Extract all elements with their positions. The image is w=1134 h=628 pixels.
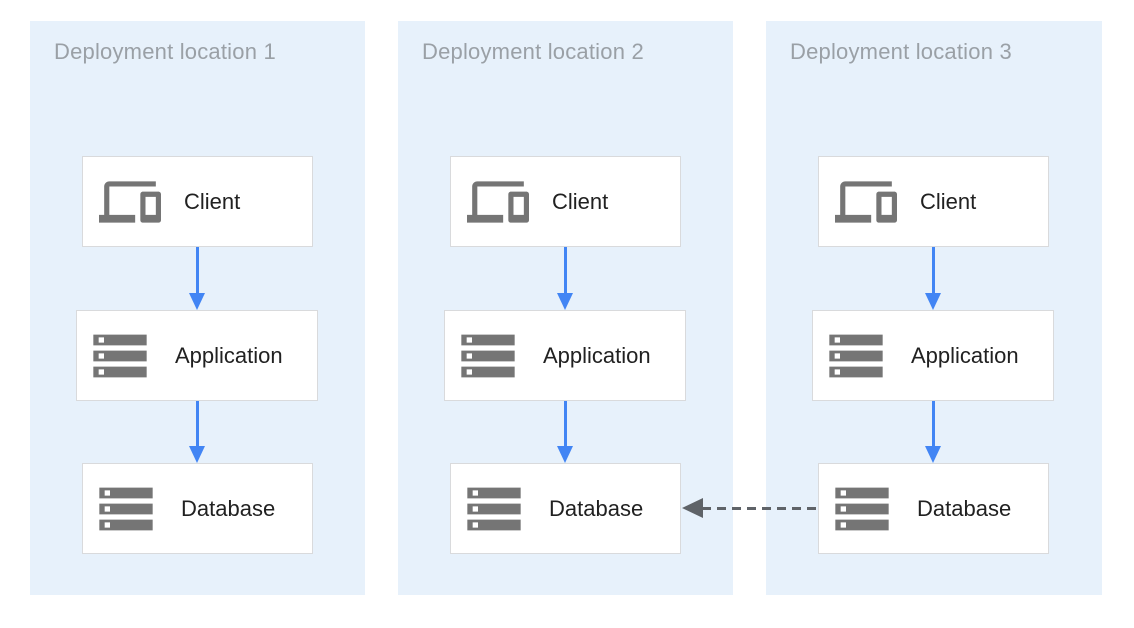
node-label: Application [543, 342, 651, 368]
flow-arrow-down-icon [557, 247, 573, 310]
arrow-head [557, 293, 573, 310]
arrow-head [189, 446, 205, 463]
devices-icon [99, 171, 161, 233]
node-label: Client [184, 188, 241, 214]
node-label: Application [911, 342, 1019, 368]
arrow-shaft [563, 401, 567, 446]
arrow-head [189, 293, 205, 310]
node-database: Database [818, 463, 1049, 554]
node-application: Application [76, 310, 318, 401]
replication-arrow-head-icon [682, 498, 703, 518]
node-label: Database [181, 495, 276, 521]
arrow-shaft [195, 247, 199, 293]
flow-arrow-down-icon [925, 401, 941, 463]
flow-arrow-down-icon [189, 401, 205, 463]
arrow-head [925, 293, 941, 310]
devices-icon [835, 171, 897, 233]
arrow-head [557, 446, 573, 463]
panel-title: Deployment location 3 [790, 39, 1012, 64]
arrow-shaft [195, 401, 199, 446]
arrow-head [925, 446, 941, 463]
devices-icon [467, 171, 529, 233]
arrow-shaft [931, 401, 935, 446]
flow-arrow-down-icon [557, 401, 573, 463]
arrow-shaft [931, 247, 935, 293]
node-client: Client [82, 156, 313, 247]
node-application: Application [444, 310, 686, 401]
node-label: Client [552, 188, 609, 214]
deployment-panel-3: Deployment location 3 Client Application… [766, 21, 1102, 595]
flow-arrow-down-icon [189, 247, 205, 310]
node-label: Database [549, 495, 644, 521]
server-stack-icon [456, 324, 520, 388]
server-stack-icon [94, 477, 158, 541]
arrow-shaft [563, 247, 567, 293]
deployment-panel-1: Deployment location 1 Client Application… [30, 21, 365, 595]
node-client: Client [818, 156, 1049, 247]
flow-arrow-down-icon [925, 247, 941, 310]
node-database: Database [82, 463, 313, 554]
node-label: Database [917, 495, 1012, 521]
server-stack-icon [88, 324, 152, 388]
node-client: Client [450, 156, 681, 247]
node-application: Application [812, 310, 1054, 401]
server-stack-icon [462, 477, 526, 541]
deployment-panel-2: Deployment location 2 Client Application… [398, 21, 733, 595]
server-stack-icon [830, 477, 894, 541]
server-stack-icon [824, 324, 888, 388]
node-label: Client [920, 188, 977, 214]
panel-title: Deployment location 2 [422, 39, 644, 64]
node-database: Database [450, 463, 681, 554]
panel-title: Deployment location 1 [54, 39, 276, 64]
node-label: Application [175, 342, 283, 368]
replication-arrow-dashed-line [702, 507, 819, 510]
